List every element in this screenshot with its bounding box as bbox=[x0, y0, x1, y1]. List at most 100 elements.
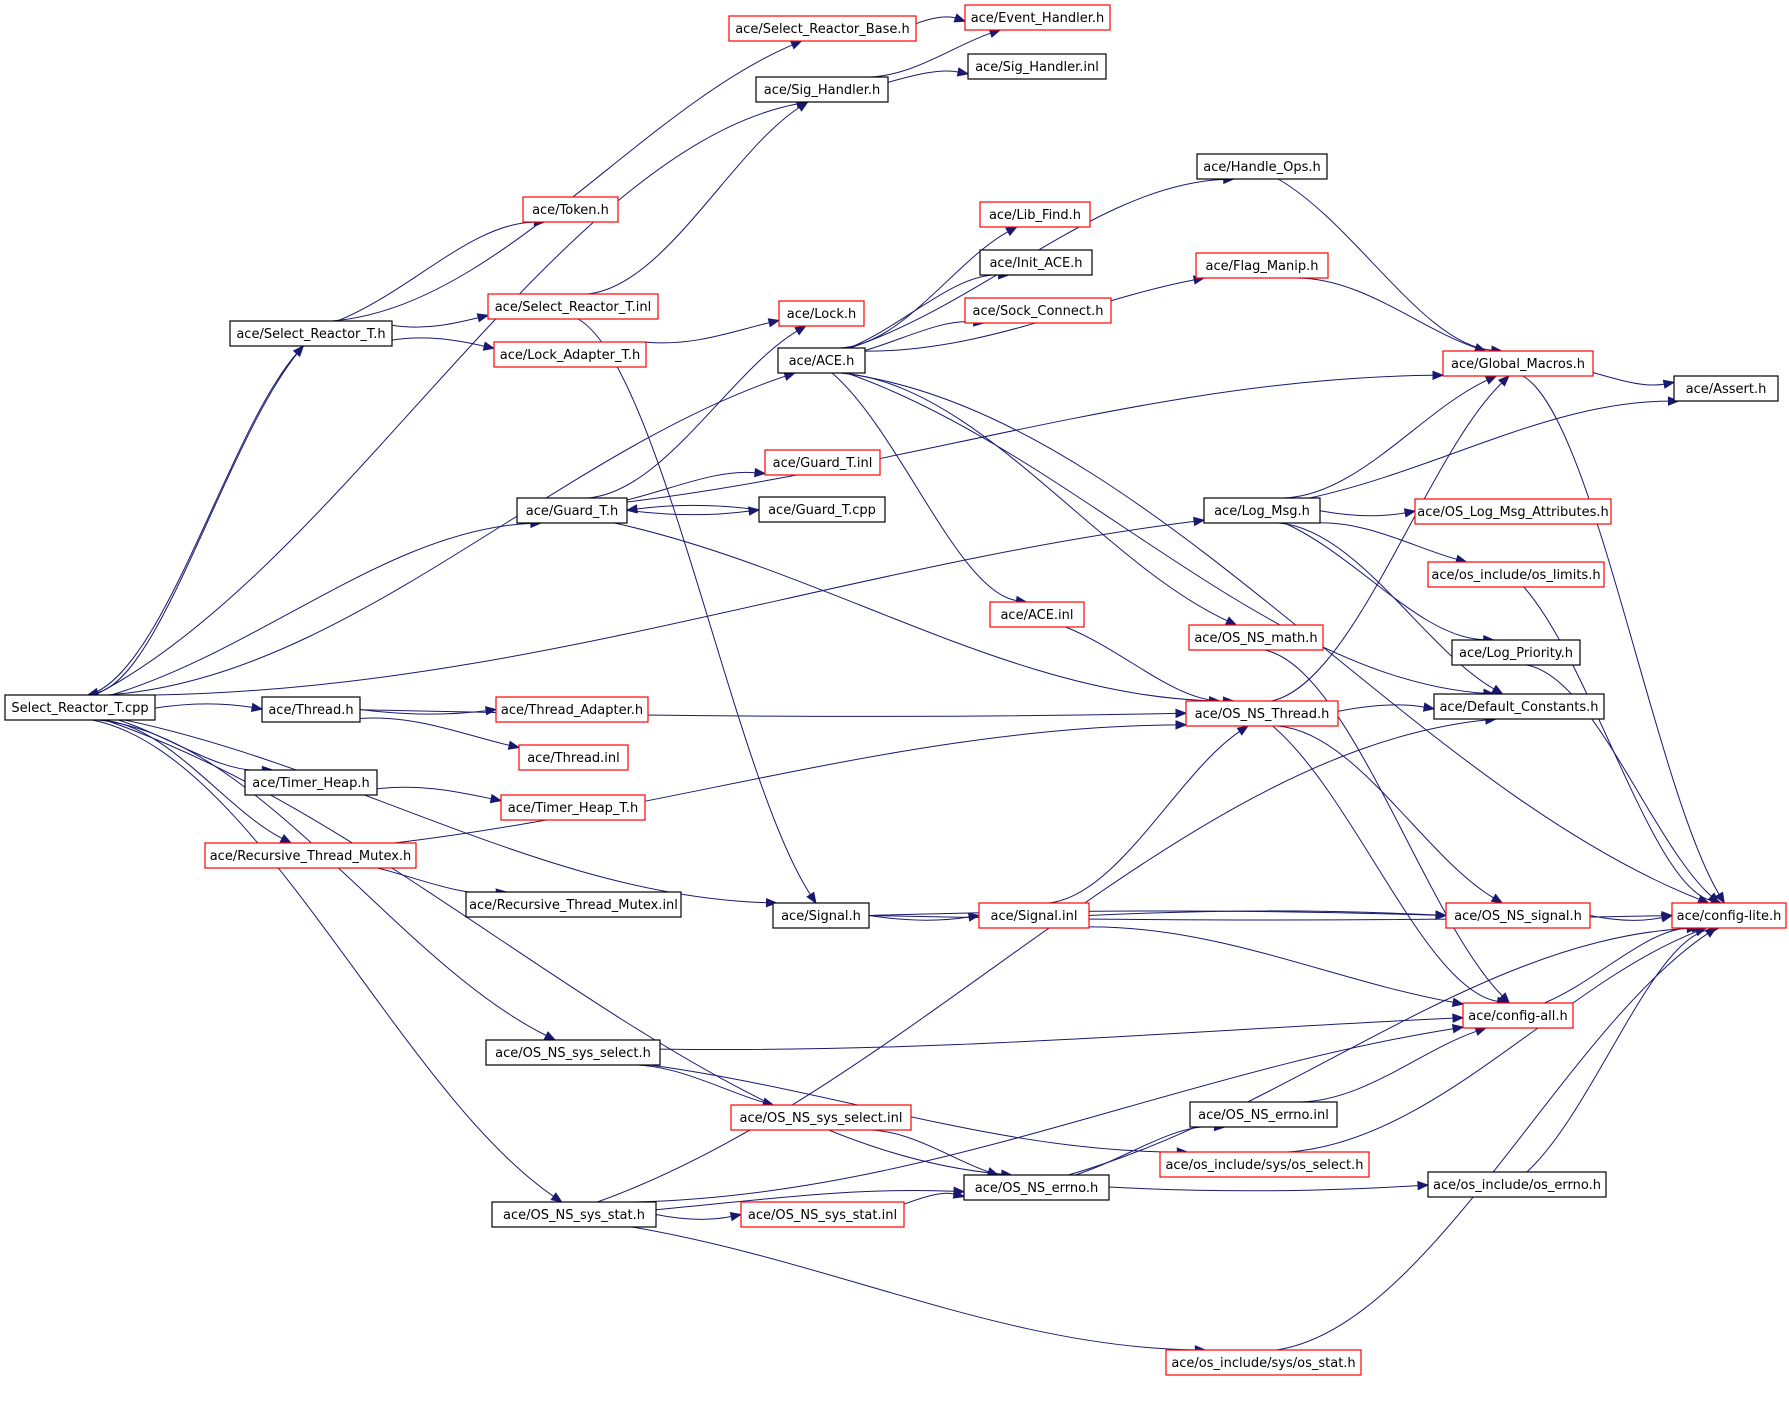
node-global-macros-h[interactable]: ace/Global_Macros.h bbox=[1442, 350, 1594, 377]
arrowhead-os_ns_sys_stat_inl bbox=[729, 1211, 743, 1222]
edge-guard_t_h-to-global_macros_h bbox=[626, 374, 1434, 503]
node-timer-heap-t-h[interactable]: ace/Timer_Heap_T.h bbox=[500, 794, 646, 821]
node-select-reactor-base-h[interactable]: ace/Select_Reactor_Base.h bbox=[728, 15, 917, 42]
node-signal-inl[interactable]: ace/Signal.inl bbox=[978, 902, 1090, 929]
node-label: Select_Reactor_T.cpp bbox=[11, 701, 148, 716]
edge-os_limits_h-to-config_lite_h bbox=[1523, 586, 1712, 902]
node-ace-h[interactable]: ace/ACE.h bbox=[777, 347, 866, 374]
node-box bbox=[1414, 498, 1612, 525]
node-os-ns-thread-h[interactable]: ace/OS_NS_Thread.h bbox=[1185, 700, 1339, 727]
node-os-limits-h[interactable]: ace/os_include/os_limits.h bbox=[1427, 561, 1605, 588]
node-assert-h[interactable]: ace/Assert.h bbox=[1673, 375, 1779, 402]
node-label: ace/os_include/os_limits.h bbox=[1431, 568, 1600, 583]
node-box bbox=[1673, 375, 1779, 402]
edge-os_ns_sys_stat_h-to-config_all_h bbox=[633, 1028, 1454, 1203]
node-box bbox=[964, 297, 1112, 324]
edge-os_ns_thread_h-to-default_constants_h bbox=[1337, 704, 1425, 712]
node-label: ace/Lib_Find.h bbox=[989, 208, 1081, 223]
node-os-sys-stat-h[interactable]: ace/os_include/sys/os_stat.h bbox=[1165, 1349, 1362, 1376]
node-flag-manip-h[interactable]: ace/Flag_Manip.h bbox=[1195, 252, 1329, 279]
node-box bbox=[522, 196, 619, 223]
node-log-msg-h[interactable]: ace/Log_Msg.h bbox=[1203, 497, 1321, 524]
node-os-ns-sys-stat-inl[interactable]: ace/OS_NS_sys_stat.inl bbox=[740, 1201, 905, 1228]
node-recursive-thread-mutex-inl[interactable]: ace/Recursive_Thread_Mutex.inl bbox=[465, 891, 682, 918]
edge-os_sys_stat_h-to-config_lite_h bbox=[1276, 933, 1708, 1351]
node-box bbox=[465, 891, 682, 918]
edge-select_reactor_t_h-to-select_reactor_t_inl bbox=[391, 317, 479, 328]
node-config-all-h[interactable]: ace/config-all.h bbox=[1462, 1002, 1574, 1029]
arrowhead-config_lite_h bbox=[1704, 927, 1718, 938]
node-sig-handler-h[interactable]: ace/Sig_Handler.h bbox=[755, 76, 889, 103]
node-label: ace/Recursive_Thread_Mutex.h bbox=[210, 849, 412, 864]
node-thread-h[interactable]: ace/Thread.h bbox=[261, 696, 361, 723]
node-box bbox=[1185, 700, 1339, 727]
node-os-sys-select-h[interactable]: ace/os_include/sys/os_select.h bbox=[1159, 1151, 1370, 1178]
node-ace-inl[interactable]: ace/ACE.inl bbox=[989, 601, 1085, 628]
arrowhead-os_ns_thread_h bbox=[1175, 720, 1188, 730]
edge-ace_h-to-config_lite_h bbox=[841, 372, 1700, 900]
node-box bbox=[4, 694, 156, 721]
node-label: ace/Token.h bbox=[532, 203, 609, 218]
node-label: ace/OS_NS_sys_stat.inl bbox=[748, 1208, 897, 1223]
node-log-priority-h[interactable]: ace/Log_Priority.h bbox=[1451, 639, 1581, 666]
edge-ace_h-to-flag_manip_h bbox=[864, 279, 1195, 352]
node-recursive-thread-mutex-h[interactable]: ace/Recursive_Thread_Mutex.h bbox=[204, 842, 417, 869]
node-guard-t-h[interactable]: ace/Guard_T.h bbox=[516, 497, 628, 524]
edge-guard_t_h-to-guard_t_inl bbox=[626, 471, 756, 501]
node-box bbox=[491, 1201, 657, 1228]
node-guard-t-cpp[interactable]: ace/Guard_T.cpp bbox=[758, 496, 886, 523]
edge-log_msg_h-to-log_priority_h bbox=[1284, 522, 1484, 641]
node-handle-ops-h[interactable]: ace/Handle_Ops.h bbox=[1196, 153, 1328, 180]
node-os-errno-h[interactable]: ace/os_include/os_errno.h bbox=[1427, 1171, 1607, 1198]
edge-handle_ops_h-to-global_macros_h bbox=[1277, 178, 1492, 351]
arrowhead-config_lite_h bbox=[1714, 891, 1725, 905]
node-thread-adapter-h[interactable]: ace/Thread_Adapter.h bbox=[495, 696, 649, 723]
node-select-reactor-t-cpp: Select_Reactor_T.cpp bbox=[4, 694, 156, 721]
node-label: ace/OS_NS_errno.h bbox=[975, 1181, 1099, 1196]
node-label: ace/Lock_Adapter_T.h bbox=[500, 348, 640, 363]
node-token-h[interactable]: ace/Token.h bbox=[522, 196, 619, 223]
node-lib-find-h[interactable]: ace/Lib_Find.h bbox=[979, 201, 1091, 228]
node-event-handler-h[interactable]: ace/Event_Handler.h bbox=[964, 4, 1111, 31]
node-os-ns-sys-stat-h[interactable]: ace/OS_NS_sys_stat.h bbox=[491, 1201, 657, 1228]
node-os-ns-sys-select-h[interactable]: ace/OS_NS_sys_select.h bbox=[485, 1039, 661, 1066]
node-lock-h[interactable]: ace/Lock.h bbox=[778, 300, 865, 327]
node-os-ns-sys-select-inl[interactable]: ace/OS_NS_sys_select.inl bbox=[730, 1104, 912, 1131]
node-os-ns-errno-inl[interactable]: ace/OS_NS_errno.inl bbox=[1189, 1101, 1338, 1128]
node-init-ace-h[interactable]: ace/Init_ACE.h bbox=[979, 249, 1093, 276]
node-label: ace/Signal.inl bbox=[990, 909, 1077, 924]
edge-signal_inl-to-os_ns_thread_h bbox=[1048, 731, 1240, 904]
node-os-ns-errno-h[interactable]: ace/OS_NS_errno.h bbox=[963, 1174, 1110, 1201]
node-label: ace/Lock.h bbox=[787, 307, 857, 322]
node-select-reactor-t-inl[interactable]: ace/Select_Reactor_T.inl bbox=[487, 293, 659, 320]
node-guard-t-inl[interactable]: ace/Guard_T.inl bbox=[764, 449, 881, 476]
node-os-ns-signal-h[interactable]: ace/OS_NS_signal.h bbox=[1445, 902, 1591, 929]
node-timer-heap-h[interactable]: ace/Timer_Heap.h bbox=[244, 769, 378, 796]
node-default-constants-h[interactable]: ace/Default_Constants.h bbox=[1433, 693, 1605, 720]
node-thread-inl[interactable]: ace/Thread.inl bbox=[518, 744, 629, 771]
node-box bbox=[1195, 252, 1329, 279]
edge-os_ns_sys_select_h-to-os_sys_select_h bbox=[650, 1064, 1178, 1153]
arrowhead-thread_h bbox=[250, 702, 264, 713]
node-box bbox=[495, 696, 649, 723]
edge-log_msg_h-to-default_constants_h bbox=[1278, 522, 1495, 690]
node-os-log-msg-attributes-h[interactable]: ace/OS_Log_Msg_Attributes.h bbox=[1414, 498, 1612, 525]
arrowhead-os_ns_errno_h bbox=[952, 1189, 966, 1199]
edge-log_msg_h-to-assert_h bbox=[1309, 400, 1669, 499]
node-label: ace/OS_NS_math.h bbox=[1194, 631, 1317, 646]
node-config-lite-h[interactable]: ace/config-lite.h bbox=[1671, 902, 1787, 929]
node-sock-connect-h[interactable]: ace/Sock_Connect.h bbox=[964, 297, 1112, 324]
node-sig-handler-inl[interactable]: ace/Sig_Handler.inl bbox=[967, 53, 1107, 80]
node-label: ace/Guard_T.inl bbox=[773, 456, 873, 471]
edge-recursive_thread_mutex_h-to-recursive_thread_mutex_inl bbox=[377, 867, 497, 894]
edge-timer_heap_h-to-timer_heap_t_h bbox=[376, 786, 492, 800]
arrowhead-config_all_h bbox=[1451, 1024, 1465, 1034]
node-os-ns-math-h[interactable]: ace/OS_NS_math.h bbox=[1188, 624, 1324, 651]
node-signal-h[interactable]: ace/Signal.h bbox=[772, 902, 870, 929]
arrowhead-signal_h bbox=[765, 897, 778, 908]
node-lock-adapter-t-h[interactable]: ace/Lock_Adapter_T.h bbox=[493, 341, 647, 368]
edge-os_ns_sys_stat_h-to-os_ns_errno_h bbox=[655, 1189, 955, 1211]
node-select-reactor-t-h[interactable]: ace/Select_Reactor_T.h bbox=[229, 320, 393, 347]
node-box bbox=[1451, 639, 1581, 666]
node-label: ace/ACE.inl bbox=[1000, 608, 1073, 623]
